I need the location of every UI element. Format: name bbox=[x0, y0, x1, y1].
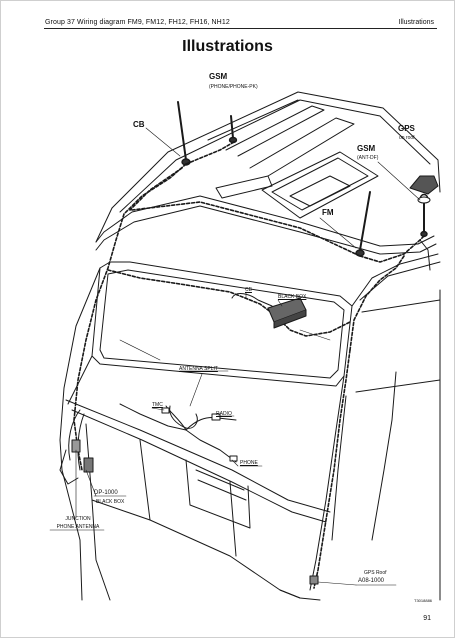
gsm-side-label: GSM bbox=[357, 144, 376, 153]
phone-label: PHONE bbox=[240, 460, 258, 466]
cb-label: CB bbox=[133, 120, 145, 129]
windscreen-frame bbox=[91, 261, 353, 387]
fm-label: FM bbox=[322, 208, 334, 217]
header-section: Illustrations bbox=[398, 19, 434, 26]
a08-1000-label: A08-1000 bbox=[358, 578, 385, 584]
antenna-gps bbox=[409, 175, 439, 204]
antenna-fm bbox=[355, 191, 371, 257]
gsm-side-sublabel: (ANT-DF) bbox=[357, 155, 379, 161]
gps-label: GPS bbox=[398, 124, 415, 133]
black-box-module bbox=[267, 297, 307, 329]
gsm-roof-sublabel: (PHONE/PHONE-PK) bbox=[209, 84, 258, 90]
gps-roof-label: GPS Roof bbox=[364, 570, 387, 576]
antenna-split-junction bbox=[161, 405, 238, 462]
radio-label: RADIO bbox=[216, 411, 232, 417]
header-chapter: Group 37 Wiring diagram FM9, FM12, FH12,… bbox=[45, 19, 230, 26]
black-box-label: BLACK BOX bbox=[278, 294, 307, 300]
header-divider bbox=[44, 28, 437, 29]
dashboard bbox=[65, 399, 331, 513]
page-number: 91 bbox=[423, 615, 431, 622]
page-title: Illustrations bbox=[182, 38, 273, 55]
phone-antenna-label: PHONE ANTENNA bbox=[56, 524, 100, 530]
junction-label: JUNCTION bbox=[65, 516, 91, 522]
figure-code: T3018886 bbox=[414, 598, 433, 603]
tmc-label: TMC bbox=[152, 402, 163, 408]
callout-lines bbox=[49, 291, 397, 586]
label-leaders bbox=[145, 127, 421, 249]
antenna-gsm-roof bbox=[228, 115, 238, 144]
cb-cable-label: CB bbox=[245, 287, 252, 293]
dp-1000-sublabel: BLACK BOX bbox=[96, 499, 125, 505]
gps-roof-connector bbox=[309, 575, 319, 585]
gsm-roof-label: GSM bbox=[209, 72, 228, 81]
roof-hatch bbox=[261, 151, 379, 219]
dp-1000-label: DP-1000 bbox=[94, 490, 118, 496]
cab-body bbox=[59, 91, 441, 601]
antenna-cable-harness bbox=[73, 141, 425, 589]
antenna-split-label: ANTENNA SPLIT bbox=[179, 366, 218, 372]
gps-sublabel: on roof bbox=[399, 135, 415, 141]
